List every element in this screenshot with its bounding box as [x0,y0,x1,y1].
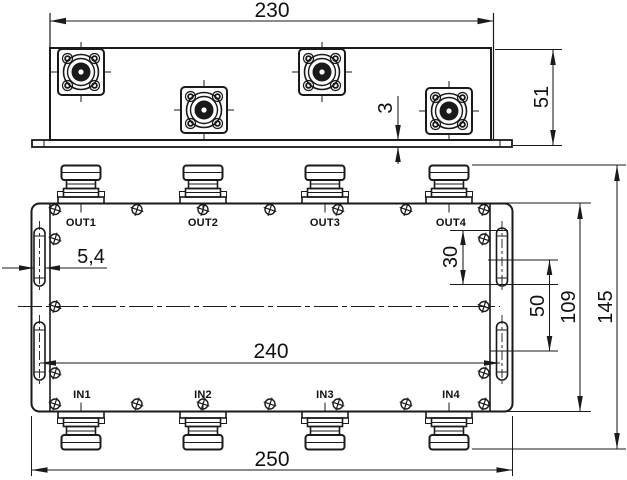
dim-250-label: 250 [254,448,289,471]
dim-145-label: 145 [595,290,617,323]
connector-out4 [424,164,474,214]
dim-50-label: 50 [527,295,549,317]
dim-30-label: 30 [440,246,462,268]
dim-240-label: 240 [253,340,288,363]
mount-slot-right-top [495,220,509,294]
plan-view: OUT1 OUT2 OUT3 OUT4 IN1 IN2 IN3 IN4 5,4 … [2,164,626,476]
dim-51: 51 [495,49,562,146]
dim-145: 145 [472,164,626,450]
connector-face-out4 [418,80,480,142]
dim-230: 230 [50,0,494,25]
connector-face-out3 [291,41,353,103]
housing-plan-outline [30,202,514,413]
connector-face-out1 [50,41,112,103]
dim-5-4-label: 5,4 [77,246,105,268]
connector-in1 [56,401,106,451]
connector-face-out2 [173,79,235,141]
dim-250: 250 [31,416,513,476]
label-in2: IN2 [194,389,212,401]
label-in3: IN3 [316,389,334,401]
connector-in4 [424,401,474,451]
dim-230-label: 230 [254,0,289,22]
dim-30: 30 [440,230,558,285]
connector-in3 [300,401,350,451]
dim-240: 240 [40,340,500,366]
side-elevation-view: 230 3 51 [31,0,562,164]
label-in4: IN4 [442,389,460,401]
label-out4: OUT4 [436,217,467,229]
dim-50: 50 [488,259,558,352]
dim-3-label: 3 [375,102,397,113]
label-in1: IN1 [73,389,91,401]
connector-out2 [178,164,228,214]
label-out3: OUT3 [310,217,340,229]
mount-slot-left-top [33,220,46,294]
base-plate [31,139,513,148]
label-out2: OUT2 [188,217,218,229]
dim-5-4: 5,4 [2,246,107,271]
connector-out1 [56,164,106,214]
mount-slot-left-bottom [33,314,46,388]
connector-in2 [178,401,228,451]
dim-109: 109 [492,202,591,412]
housing-side-outline [49,47,492,141]
label-out1: OUT1 [66,217,96,229]
dim-3: 3 [375,96,401,164]
dim-109-label: 109 [558,290,580,323]
dim-51-label: 51 [531,86,553,108]
